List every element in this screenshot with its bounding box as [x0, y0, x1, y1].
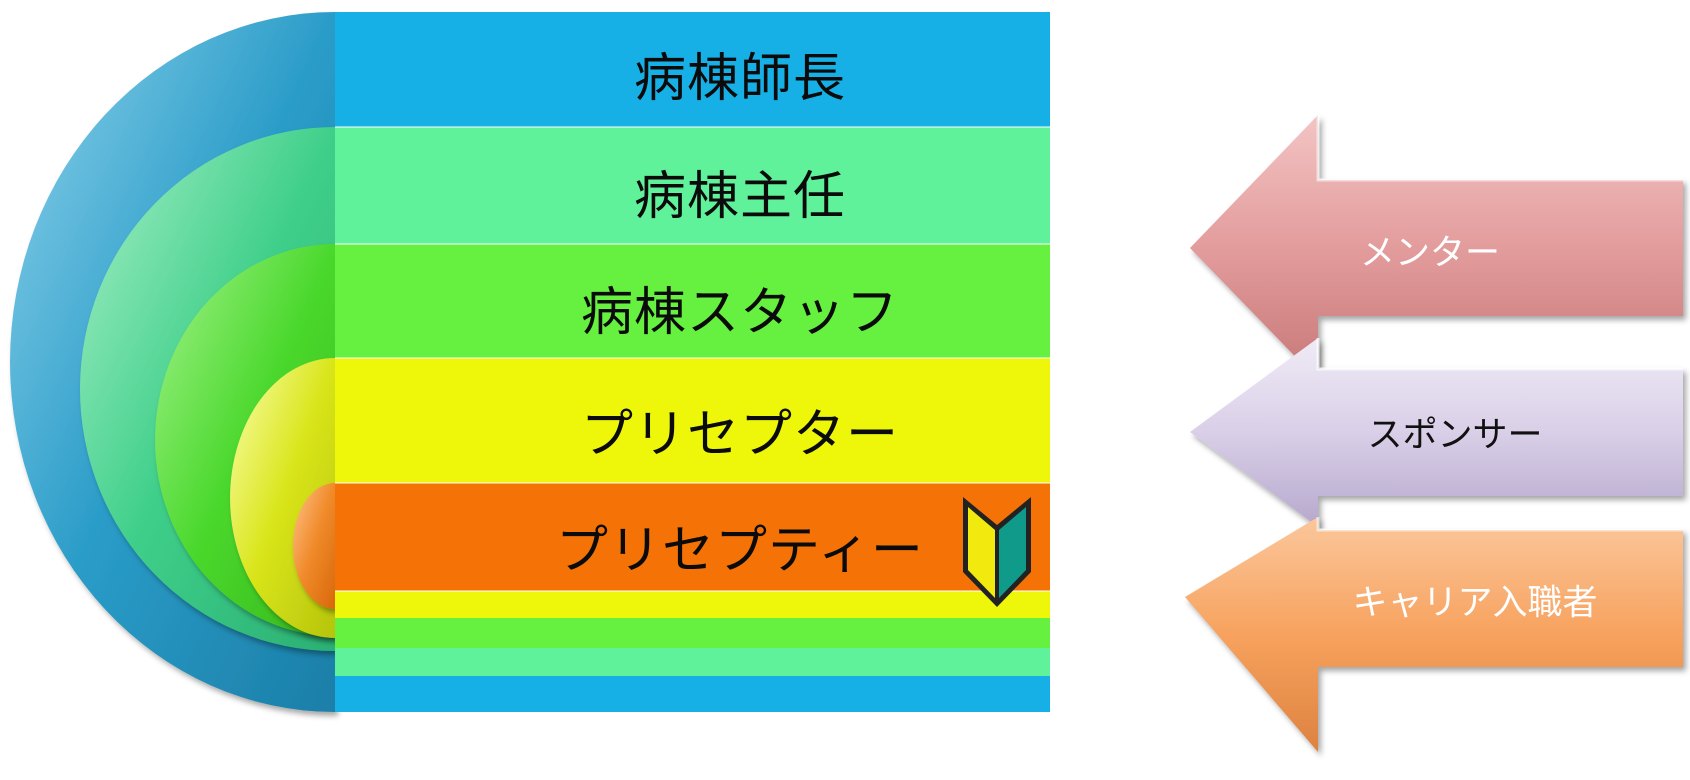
band-preceptee — [335, 483, 1050, 591]
band-ward-chief — [335, 127, 1050, 244]
strip-preceptor — [335, 591, 1050, 618]
label-career-hire: キャリア入職者 — [1352, 583, 1598, 624]
label-preceptee: プリセプティー — [556, 521, 924, 581]
arrow-career-hire — [1185, 517, 1683, 752]
band-preceptor — [335, 358, 1050, 483]
label-ward-staff: 病棟スタッフ — [580, 283, 900, 343]
label-mentor: メンター — [1359, 233, 1501, 274]
label-sponsor: スポンサー — [1367, 415, 1543, 456]
strip-ward-chief — [335, 648, 1050, 676]
band-ward-staff — [335, 244, 1050, 358]
strip-ward-head — [335, 676, 1050, 712]
label-preceptor: プリセプター — [580, 405, 900, 465]
arc-preceptee — [293, 483, 335, 609]
label-ward-chief: 病棟主任 — [633, 167, 847, 227]
arrow-mentor — [1190, 115, 1683, 380]
arrow-sponsor — [1190, 338, 1683, 527]
strip-ward-staff — [335, 618, 1050, 648]
label-ward-head: 病棟師長 — [633, 49, 847, 109]
band-ward-head — [335, 12, 1050, 127]
beginner-driver-mark-icon — [963, 497, 1031, 607]
